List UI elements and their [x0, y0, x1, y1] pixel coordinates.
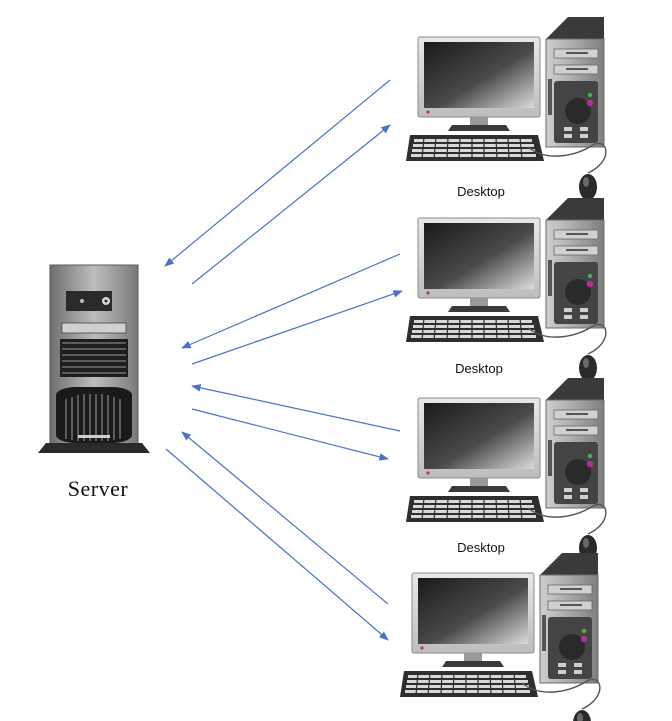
arrow-desktop-2-to-server — [181, 253, 401, 349]
server-tower-icon — [38, 264, 150, 453]
desktop-label-2: Desktop — [455, 361, 503, 376]
desktop-computer-icon — [405, 197, 607, 382]
arrow-desktop-4-to-server — [181, 431, 389, 605]
desktop-label-3: Desktop — [457, 540, 505, 555]
arrow-server-to-desktop-4 — [165, 448, 389, 641]
desktop-computer-icon — [405, 16, 607, 201]
arrow-server-to-desktop-3 — [191, 408, 389, 461]
arrow-server-to-desktop-2 — [191, 290, 403, 365]
server-label: Server — [68, 476, 129, 501]
connection-arrows — [164, 79, 403, 641]
arrow-server-to-desktop-1 — [191, 124, 391, 285]
arrow-desktop-3-to-server — [191, 384, 401, 432]
desktop-computer-icon — [399, 552, 601, 721]
desktop-computer-icon — [405, 377, 607, 562]
arrow-desktop-1-to-server — [164, 79, 391, 267]
desktop-label-1: Desktop — [457, 184, 505, 199]
